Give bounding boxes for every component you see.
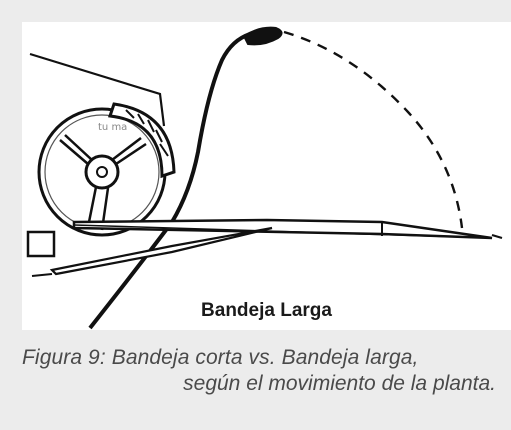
svg-text:tu ma: tu ma — [98, 122, 127, 133]
harvester-diagram: tu ma — [26, 26, 503, 330]
figure-caption: Figura 9: Bandeja corta vs. Bandeja larg… — [22, 345, 500, 397]
caption-line-1: Figura 9: Bandeja corta vs. Bandeja larg… — [22, 346, 419, 369]
machine-housing-outline — [29, 52, 166, 127]
panel-label: Bandeja Larga — [201, 300, 332, 321]
trajectory-arc — [283, 30, 464, 229]
plant-head — [242, 26, 283, 46]
tray-support — [49, 226, 273, 276]
plant-stalk — [88, 32, 251, 330]
harvester-illustration: tu ma Bandeja Larga — [22, 22, 511, 330]
caption-line-2: según el movimiento de la planta. — [183, 372, 496, 395]
long-tray — [72, 218, 503, 240]
support-block — [26, 230, 56, 258]
